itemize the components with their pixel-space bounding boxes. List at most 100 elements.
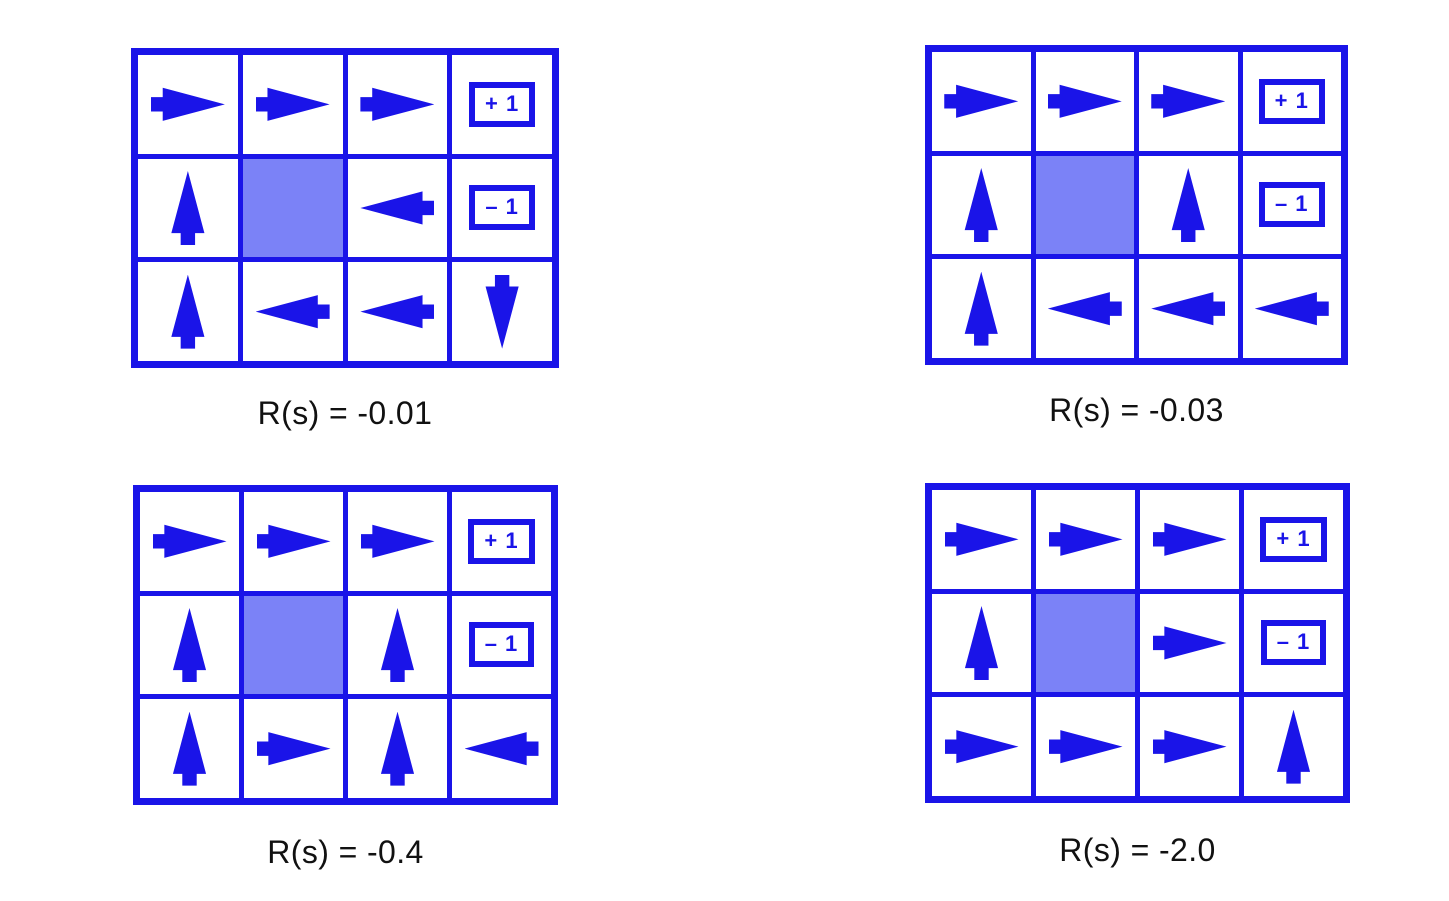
policy-panel-3: + 1 – 1 R(s) = -2.0 bbox=[925, 483, 1350, 869]
arrow-left-icon-1-r2c3[interactable] bbox=[1242, 259, 1341, 358]
arrow-right-icon bbox=[1152, 730, 1227, 764]
arrow-down-icon bbox=[485, 274, 519, 349]
arrow-right-icon-2-r0c2[interactable] bbox=[348, 492, 447, 591]
terminal-badge-positive-2[interactable]: + 1 bbox=[452, 492, 551, 591]
arrow-up-icon bbox=[964, 167, 998, 242]
arrow-right-icon-3-r2c1[interactable] bbox=[1036, 697, 1135, 796]
arrow-up-icon-1-r1c0[interactable] bbox=[932, 155, 1031, 255]
arrow-right-icon bbox=[152, 524, 227, 558]
reward-label: – 1 bbox=[469, 185, 535, 231]
reward-label: + 1 bbox=[1260, 516, 1327, 562]
arrow-down-icon-0-r2c3[interactable] bbox=[452, 262, 552, 361]
reward-label: – 1 bbox=[1258, 182, 1325, 228]
panel-caption-2: R(s) = -0.4 bbox=[267, 834, 424, 870]
gridworld-3: + 1 – 1 bbox=[925, 483, 1350, 803]
arrow-left-icon-1-r2c1[interactable] bbox=[1035, 259, 1134, 358]
policy-panel-0: + 1 – 1 R(s) = -0.01 bbox=[131, 48, 559, 432]
arrow-left-icon-0-r2c2[interactable] bbox=[347, 262, 448, 361]
arrow-up-icon-2-r2c0[interactable] bbox=[140, 699, 239, 798]
arrow-right-icon bbox=[1151, 84, 1226, 118]
arrow-right-icon bbox=[256, 732, 331, 766]
arrow-up-icon bbox=[171, 170, 205, 245]
arrow-up-icon bbox=[380, 607, 415, 682]
arrow-up-icon bbox=[172, 607, 207, 682]
arrow-up-icon bbox=[380, 711, 415, 786]
arrow-right-icon-1-r0c1[interactable] bbox=[1035, 52, 1134, 151]
blocked-cell-3-r1c1[interactable] bbox=[1036, 593, 1135, 693]
arrow-left-icon-0-r2c1[interactable] bbox=[242, 262, 343, 361]
arrow-up-icon-0-r1c0[interactable] bbox=[138, 158, 238, 258]
arrow-right-icon-3-r2c2[interactable] bbox=[1140, 697, 1239, 796]
arrow-right-icon-3-r2c0[interactable] bbox=[932, 697, 1031, 796]
arrow-right-icon bbox=[944, 522, 1019, 556]
arrow-left-icon bbox=[1254, 292, 1329, 326]
arrow-left-icon bbox=[1151, 292, 1226, 326]
terminal-badge-negative-3[interactable]: – 1 bbox=[1244, 593, 1343, 693]
panel-caption-1: R(s) = -0.03 bbox=[1049, 392, 1224, 428]
arrow-right-icon-1-r0c0[interactable] bbox=[932, 52, 1031, 151]
terminal-badge-positive-3[interactable]: + 1 bbox=[1244, 490, 1343, 589]
arrow-left-icon bbox=[360, 191, 435, 225]
arrow-up-icon bbox=[172, 711, 207, 786]
reward-label: – 1 bbox=[468, 622, 535, 668]
arrow-left-icon bbox=[255, 295, 330, 329]
arrow-right-icon bbox=[944, 730, 1019, 764]
panel-caption-3: R(s) = -2.0 bbox=[1059, 832, 1216, 868]
arrow-up-icon-3-r1c0[interactable] bbox=[932, 593, 1031, 693]
arrow-right-icon-3-r1c2[interactable] bbox=[1140, 593, 1239, 693]
arrow-up-icon-1-r1c2[interactable] bbox=[1139, 155, 1238, 255]
arrow-left-icon-0-r1c2[interactable] bbox=[347, 158, 448, 258]
arrow-right-icon-3-r0c1[interactable] bbox=[1036, 490, 1135, 589]
arrow-up-icon-2-r2c2[interactable] bbox=[348, 699, 447, 798]
arrow-right-icon bbox=[1047, 84, 1122, 118]
arrow-left-icon bbox=[464, 732, 539, 766]
arrow-right-icon-1-r0c2[interactable] bbox=[1139, 52, 1238, 151]
arrow-right-icon-2-r2c1[interactable] bbox=[244, 699, 343, 798]
terminal-badge-negative-2[interactable]: – 1 bbox=[452, 595, 551, 695]
arrow-up-icon-2-r1c0[interactable] bbox=[140, 595, 239, 695]
arrow-up-icon-0-r2c0[interactable] bbox=[138, 262, 238, 361]
arrow-up-icon-2-r1c2[interactable] bbox=[348, 595, 447, 695]
arrow-right-icon bbox=[256, 524, 331, 558]
blocked-cell-1-r1c1[interactable] bbox=[1035, 155, 1134, 255]
reward-label: + 1 bbox=[1258, 78, 1325, 124]
terminal-badge-positive-1[interactable]: + 1 bbox=[1242, 52, 1341, 151]
arrow-right-icon-0-r0c1[interactable] bbox=[242, 55, 343, 154]
arrow-right-icon-0-r0c2[interactable] bbox=[347, 55, 448, 154]
arrow-right-icon bbox=[1152, 626, 1227, 660]
blocked-cell-2-r1c1[interactable] bbox=[244, 595, 343, 695]
policy-panel-1: + 1 – 1 R(s) = -0.03 bbox=[925, 45, 1348, 429]
arrow-right-icon-3-r0c2[interactable] bbox=[1140, 490, 1239, 589]
arrow-left-icon-2-r2c3[interactable] bbox=[452, 699, 551, 798]
arrow-right-icon bbox=[150, 87, 225, 121]
gridworld-0: + 1 – 1 bbox=[131, 48, 559, 368]
arrow-right-icon-3-r0c0[interactable] bbox=[932, 490, 1031, 589]
arrow-right-icon bbox=[944, 84, 1019, 118]
policy-panel-2: + 1 – 1 R(s) = -0.4 bbox=[133, 485, 558, 871]
arrow-up-icon-1-r2c0[interactable] bbox=[932, 259, 1031, 358]
arrow-right-icon bbox=[360, 524, 435, 558]
gridworld-1: + 1 – 1 bbox=[925, 45, 1348, 365]
arrow-up-icon bbox=[1171, 167, 1205, 242]
gridworld-2: + 1 – 1 bbox=[133, 485, 558, 805]
arrow-up-icon bbox=[1276, 709, 1311, 784]
arrow-left-icon bbox=[1047, 292, 1122, 326]
arrow-left-icon-1-r2c2[interactable] bbox=[1139, 259, 1238, 358]
terminal-badge-negative-1[interactable]: – 1 bbox=[1242, 155, 1341, 255]
arrow-up-icon bbox=[171, 274, 205, 349]
arrow-right-icon bbox=[1152, 522, 1227, 556]
arrow-right-icon-2-r0c0[interactable] bbox=[140, 492, 239, 591]
arrow-right-icon bbox=[360, 87, 435, 121]
arrow-right-icon bbox=[1048, 730, 1123, 764]
arrow-up-icon-3-r2c3[interactable] bbox=[1244, 697, 1343, 796]
terminal-badge-positive-0[interactable]: + 1 bbox=[452, 55, 552, 154]
blocked-cell-0-r1c1[interactable] bbox=[242, 158, 343, 258]
arrow-right-icon-2-r0c1[interactable] bbox=[244, 492, 343, 591]
terminal-badge-negative-0[interactable]: – 1 bbox=[452, 158, 552, 258]
arrow-right-icon-0-r0c0[interactable] bbox=[138, 55, 238, 154]
arrow-right-icon bbox=[1048, 522, 1123, 556]
reward-label: + 1 bbox=[468, 518, 535, 564]
panel-caption-0: R(s) = -0.01 bbox=[257, 395, 433, 431]
arrow-left-icon bbox=[360, 295, 435, 329]
arrow-up-icon bbox=[964, 605, 999, 680]
